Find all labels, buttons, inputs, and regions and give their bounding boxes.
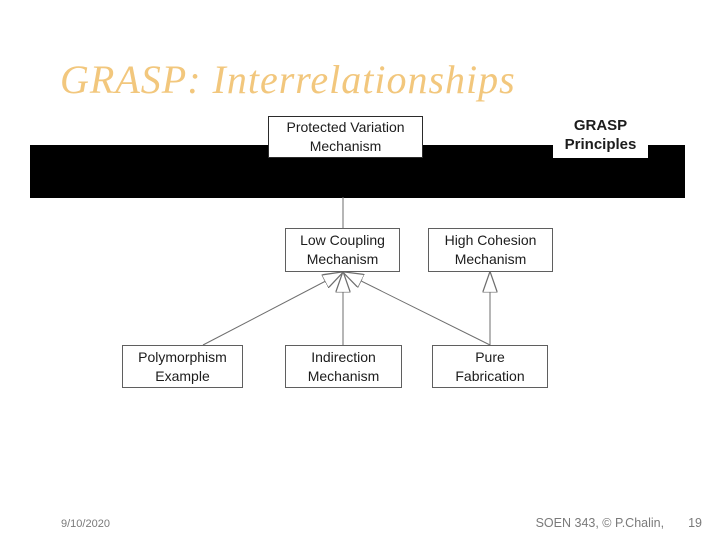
- node-label-line: Example: [155, 367, 210, 384]
- node-label-line: Principles: [564, 136, 637, 153]
- slide-title: GRASP: Interrelationships: [60, 57, 516, 102]
- node-indirection-mechanism: Indirection Mechanism: [285, 345, 402, 388]
- footer-right: SOEN 343, © P.Chalin, 19: [536, 516, 702, 530]
- node-protected-variation-mechanism: Protected Variation Mechanism: [268, 116, 423, 158]
- node-low-coupling-mechanism: Low Coupling Mechanism: [285, 228, 400, 272]
- node-label-line: Polymorphism: [138, 348, 227, 365]
- footer-page-number: 19: [688, 516, 702, 530]
- node-label-line: Mechanism: [307, 367, 380, 384]
- node-grasp-principles: GRASP Principles: [553, 112, 648, 158]
- node-label-line: High Cohesion: [444, 232, 537, 248]
- node-label-line: Low Coupling: [300, 232, 385, 248]
- footer-date: 9/10/2020: [61, 518, 110, 530]
- node-high-cohesion-mechanism: High Cohesion Mechanism: [428, 228, 553, 272]
- node-label-line: GRASP: [573, 117, 628, 134]
- node-label-line: Protected Variation: [286, 119, 405, 135]
- node-label-line: Mechanism: [309, 138, 382, 154]
- edge-purefabrication-to-lowcoupling: [343, 272, 491, 346]
- node-label-line: Indirection: [311, 348, 376, 365]
- node-polymorphism-example: Polymorphism Example: [122, 345, 243, 388]
- node-label-line: Fabrication: [455, 367, 525, 384]
- edge-polymorphism-to-lowcoupling: [202, 272, 343, 346]
- node-pure-fabrication: Pure Fabrication: [432, 345, 548, 388]
- footer-course: SOEN 343, © P.Chalin,: [535, 516, 665, 530]
- node-label-line: Pure: [475, 348, 505, 365]
- node-label-line: Mechanism: [306, 251, 379, 267]
- node-label-line: Mechanism: [454, 251, 527, 267]
